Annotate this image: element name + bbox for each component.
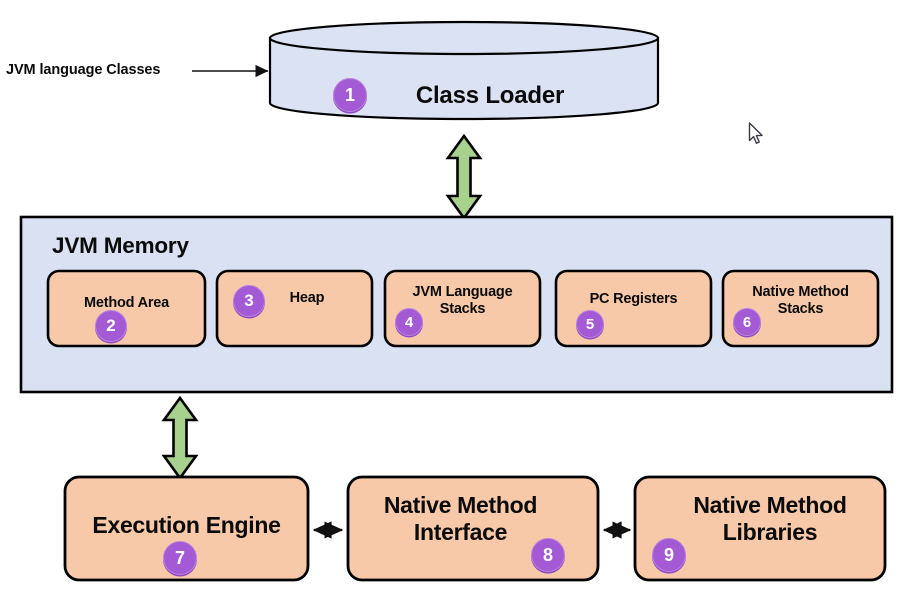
box-native-method-interface[interactable]: [346, 475, 600, 582]
connector-memory-execution-engine: [161, 395, 199, 481]
memory-box-jvm-language-stacks[interactable]: [383, 269, 542, 348]
connector-classloader-memory: [445, 133, 483, 221]
memory-box-pc-registers[interactable]: [554, 269, 713, 348]
box-execution-engine[interactable]: [63, 475, 310, 582]
class-loader-cylinder[interactable]: [268, 20, 660, 121]
memory-box-native-method-stacks[interactable]: [721, 269, 880, 348]
memory-box-heap[interactable]: [215, 269, 374, 348]
memory-box-method-area[interactable]: [46, 269, 207, 348]
box-native-method-libraries[interactable]: [633, 475, 887, 582]
